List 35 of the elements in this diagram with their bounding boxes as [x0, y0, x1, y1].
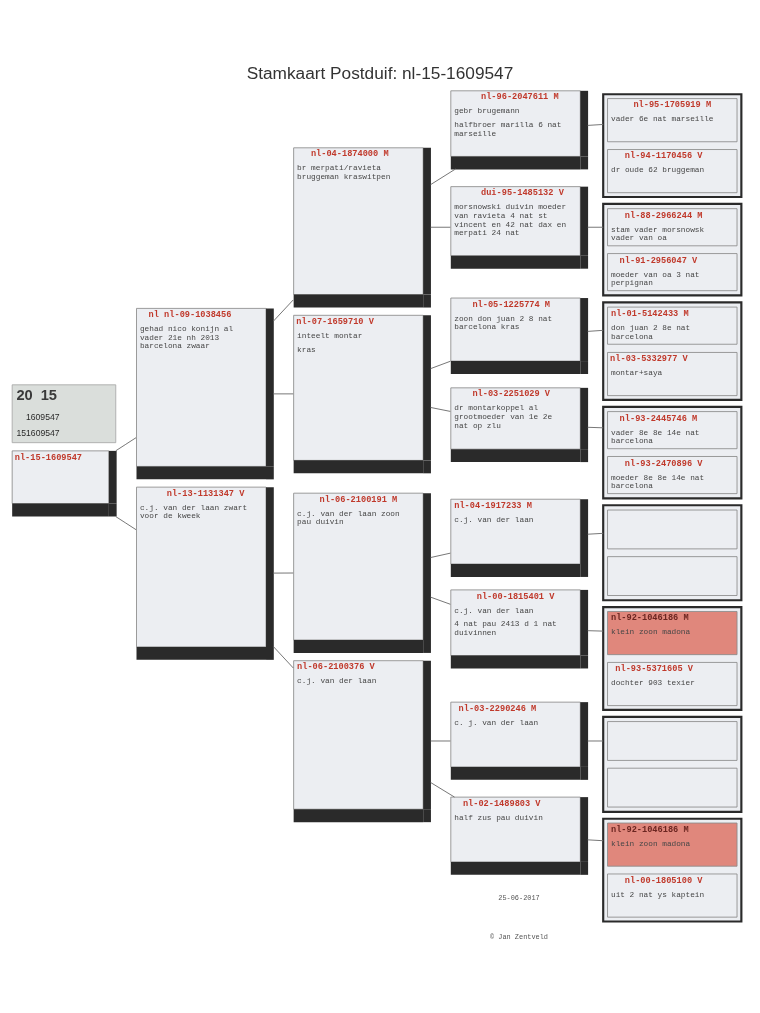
connector: [587, 532, 604, 535]
connector: [273, 392, 294, 394]
connector: [273, 645, 294, 668]
connector: [587, 740, 604, 741]
connector: [430, 740, 451, 741]
connector: [430, 596, 451, 605]
cluster: [602, 605, 743, 711]
connector: [430, 360, 451, 369]
cluster: [602, 202, 743, 297]
connector: [430, 552, 451, 558]
node-box: [607, 555, 738, 596]
connector: [587, 426, 604, 428]
connector: [430, 406, 451, 412]
cluster: [602, 92, 743, 198]
connector: [587, 838, 604, 841]
node-box: [607, 509, 738, 549]
connector: [587, 123, 604, 126]
connector: [587, 226, 604, 228]
diagram-title: Stamkaart Postduif: nl-15-1609547: [246, 62, 514, 83]
connector: [587, 629, 604, 632]
cluster: [602, 817, 743, 923]
connector: [115, 436, 137, 451]
cluster: [602, 300, 743, 401]
connector: [115, 515, 137, 530]
node-box: [607, 720, 738, 761]
connector: [430, 781, 455, 798]
connector: [273, 298, 294, 321]
node-box: [607, 767, 738, 807]
cluster: [602, 715, 743, 813]
connector: [273, 572, 294, 574]
connector: [430, 168, 456, 185]
connector: [587, 329, 604, 332]
cluster: [602, 503, 743, 601]
connector: [430, 226, 451, 228]
cluster: [602, 405, 743, 499]
